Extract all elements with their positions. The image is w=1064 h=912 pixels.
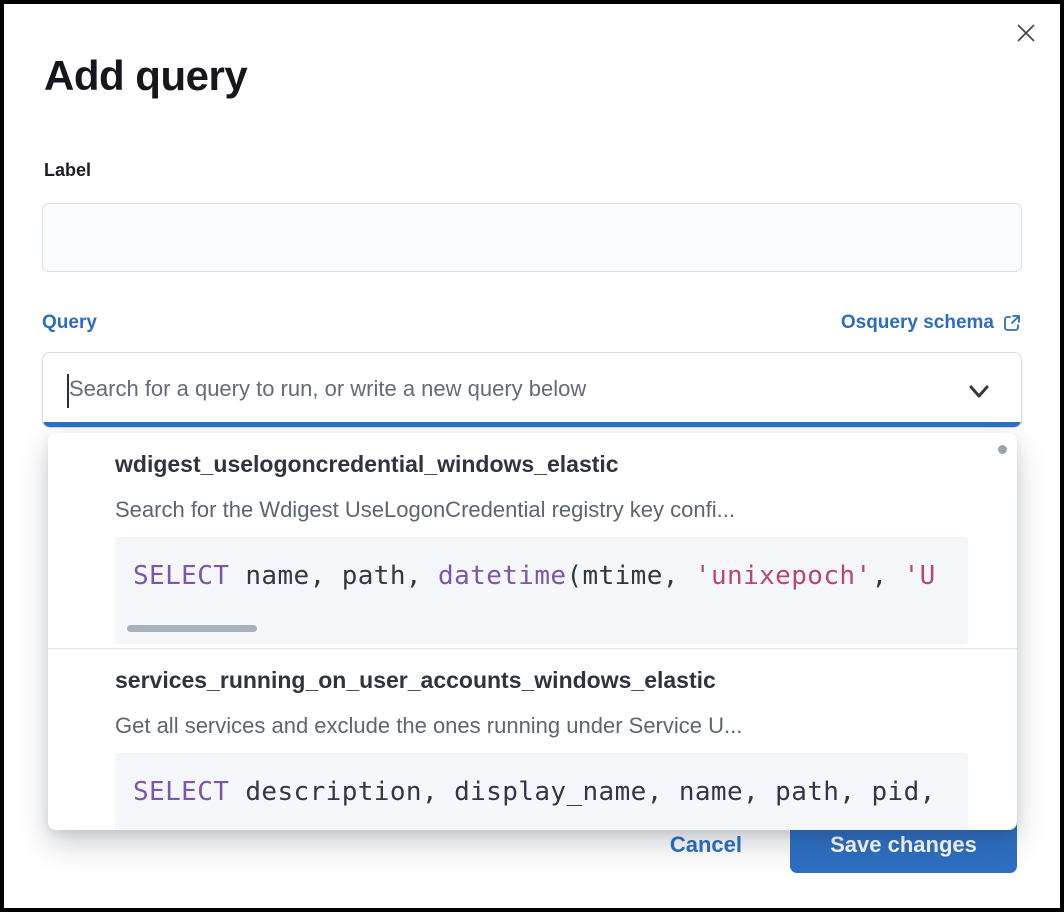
sql-string: 'unixepoch' [694,561,872,591]
query-search-combobox[interactable] [42,352,1022,428]
sql-text: , [871,561,904,591]
sql-function: datetime [438,561,567,591]
sql-string: 'U [903,561,936,591]
sql-text: (mtime, [566,561,695,591]
text-caret [67,374,69,408]
label-input[interactable] [42,203,1022,272]
osquery-schema-link-label: Osquery schema [840,312,994,333]
sql-keyword: SELECT [133,561,230,591]
label-field-label: Label [44,160,92,180]
query-option-description: Search for the Wdigest UseLogonCredentia… [115,497,735,522]
sql-code-line: SELECT description, display_name, name, … [133,777,968,807]
sql-code-line: SELECT name, path, datetime(mtime, 'unix… [133,561,968,591]
option-divider [48,648,1017,649]
external-link-icon [1004,315,1020,331]
query-option-wdigest[interactable]: wdigest_uselogoncredential_windows_elast… [48,433,1017,644]
close-icon[interactable] [1010,18,1042,50]
sql-keyword: SELECT [133,777,230,807]
sql-text: description, display_name, name, path, p… [229,777,936,807]
focus-indicator-bar [43,422,1021,427]
osquery-schema-link[interactable]: Osquery schema [841,312,1022,334]
scrollbar-thumb-horizontal[interactable] [127,625,257,632]
scrollbar-thumb-vertical[interactable] [998,445,1007,454]
close-x-glyph [1017,23,1035,42]
query-search-input[interactable] [69,353,929,425]
query-option-services[interactable]: services_running_on_user_accounts_window… [48,649,1017,830]
sql-text: name, path, [229,561,439,591]
query-options-dropdown: wdigest_uselogoncredential_windows_elast… [48,433,1017,830]
query-option-title: wdigest_uselogoncredential_windows_elast… [115,451,619,477]
sql-preview: SELECT description, display_name, name, … [115,753,968,830]
query-field-header: Query Osquery schema [42,312,1022,334]
query-option-description: Get all services and exclude the ones ru… [115,713,743,738]
chevron-down-icon[interactable] [965,379,993,403]
cancel-button[interactable]: Cancel [669,831,742,857]
query-field-label: Query [42,312,97,333]
sql-preview: SELECT name, path, datetime(mtime, 'unix… [115,537,968,644]
query-option-title: services_running_on_user_accounts_window… [115,667,716,693]
modal-title: Add query [44,52,248,99]
